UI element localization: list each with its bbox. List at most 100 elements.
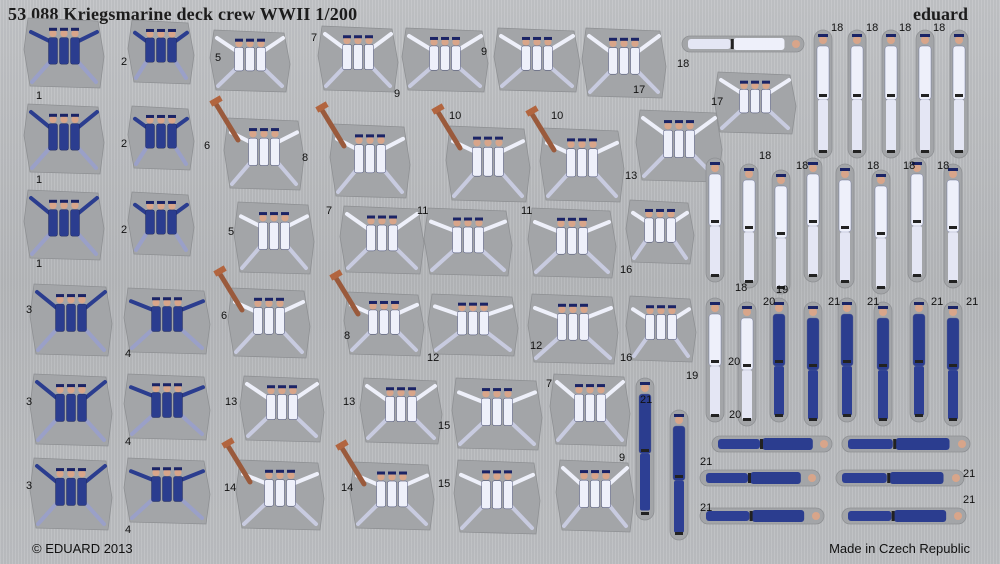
head	[819, 36, 827, 44]
cap	[56, 468, 64, 472]
cap	[56, 294, 64, 298]
cap	[609, 37, 617, 41]
head	[152, 384, 160, 393]
part-number: 9	[619, 452, 626, 464]
head	[146, 202, 154, 210]
crew-figure	[619, 47, 629, 75]
cap	[146, 114, 154, 118]
crew-figure	[585, 393, 595, 422]
head	[270, 214, 278, 222]
belt	[760, 439, 763, 449]
legs	[710, 366, 720, 416]
cap	[674, 414, 684, 417]
crew-figure	[474, 226, 484, 254]
head	[377, 473, 385, 481]
cap	[278, 385, 286, 389]
head	[533, 38, 541, 46]
cap	[163, 467, 171, 471]
part-number: 21	[963, 468, 976, 480]
rope-grip	[525, 105, 539, 117]
cap	[495, 136, 503, 140]
cap	[493, 388, 501, 392]
head	[452, 38, 460, 46]
crew-figure	[483, 147, 493, 177]
belt	[748, 473, 751, 483]
white-crew-group	[431, 103, 531, 203]
crew-figure	[151, 306, 161, 332]
body	[850, 45, 864, 100]
cap	[504, 388, 512, 392]
white-crew-group	[317, 25, 399, 93]
legs	[808, 226, 818, 276]
white-crew-group	[527, 207, 617, 279]
crew-figure	[390, 309, 400, 335]
rope-handle	[529, 111, 557, 153]
part-number: 2	[121, 56, 128, 68]
crew-figure	[492, 480, 502, 510]
white-crew-group	[359, 377, 443, 445]
part-number: 18	[677, 58, 690, 70]
head	[56, 386, 64, 394]
navy-crew-group	[127, 191, 195, 257]
head	[260, 130, 268, 138]
body	[750, 472, 801, 484]
crew-strip-vertical	[943, 301, 963, 427]
white-crew-group	[555, 459, 635, 533]
belt	[955, 94, 963, 97]
part-number: 8	[302, 152, 309, 164]
head	[567, 140, 575, 148]
head	[257, 40, 265, 48]
head	[56, 296, 64, 304]
crew-figure	[286, 479, 296, 507]
legs	[674, 480, 684, 533]
cap	[174, 467, 182, 471]
crew-figure	[234, 47, 244, 72]
legs	[706, 473, 748, 483]
feet	[819, 150, 827, 153]
head	[915, 304, 923, 312]
cap	[157, 114, 165, 118]
belt	[841, 226, 849, 229]
crew-figure	[77, 393, 87, 422]
head	[287, 471, 295, 479]
crew-figure	[494, 147, 504, 177]
head	[495, 139, 503, 147]
cap	[646, 305, 654, 309]
part-number: 10	[449, 110, 462, 122]
cap	[948, 306, 958, 309]
cap	[265, 469, 273, 473]
cap	[808, 162, 818, 165]
cap	[391, 300, 399, 304]
body	[774, 185, 788, 239]
navy-crew-group	[127, 105, 195, 171]
cap	[575, 384, 583, 388]
crew-figure	[750, 89, 760, 114]
white-crew-group	[549, 373, 631, 447]
cap	[67, 384, 75, 388]
crew-strip-vertical	[881, 29, 901, 159]
head	[369, 302, 377, 310]
head	[168, 116, 176, 124]
head	[408, 388, 416, 397]
cap	[591, 470, 599, 474]
crew-figure	[481, 397, 491, 426]
navy-crew-group	[123, 287, 211, 355]
part-number: 11	[521, 205, 533, 217]
white-crew-group	[401, 27, 489, 93]
head	[812, 512, 820, 520]
cap	[289, 385, 297, 389]
white-crew-group	[213, 265, 311, 359]
crew-figure	[66, 393, 76, 422]
head	[568, 219, 576, 227]
head	[174, 384, 182, 393]
feet	[853, 150, 861, 153]
head	[67, 470, 75, 478]
part-number: 18	[867, 160, 880, 172]
cap	[146, 28, 154, 32]
part-number: 9	[481, 46, 488, 58]
head	[441, 38, 449, 46]
fret-title: 53 088 Kriegsmarine deck crew WWII 1/200	[8, 4, 358, 24]
crew-strip-vertical	[813, 29, 833, 159]
cap	[78, 294, 86, 298]
part-number: 15	[438, 420, 451, 432]
